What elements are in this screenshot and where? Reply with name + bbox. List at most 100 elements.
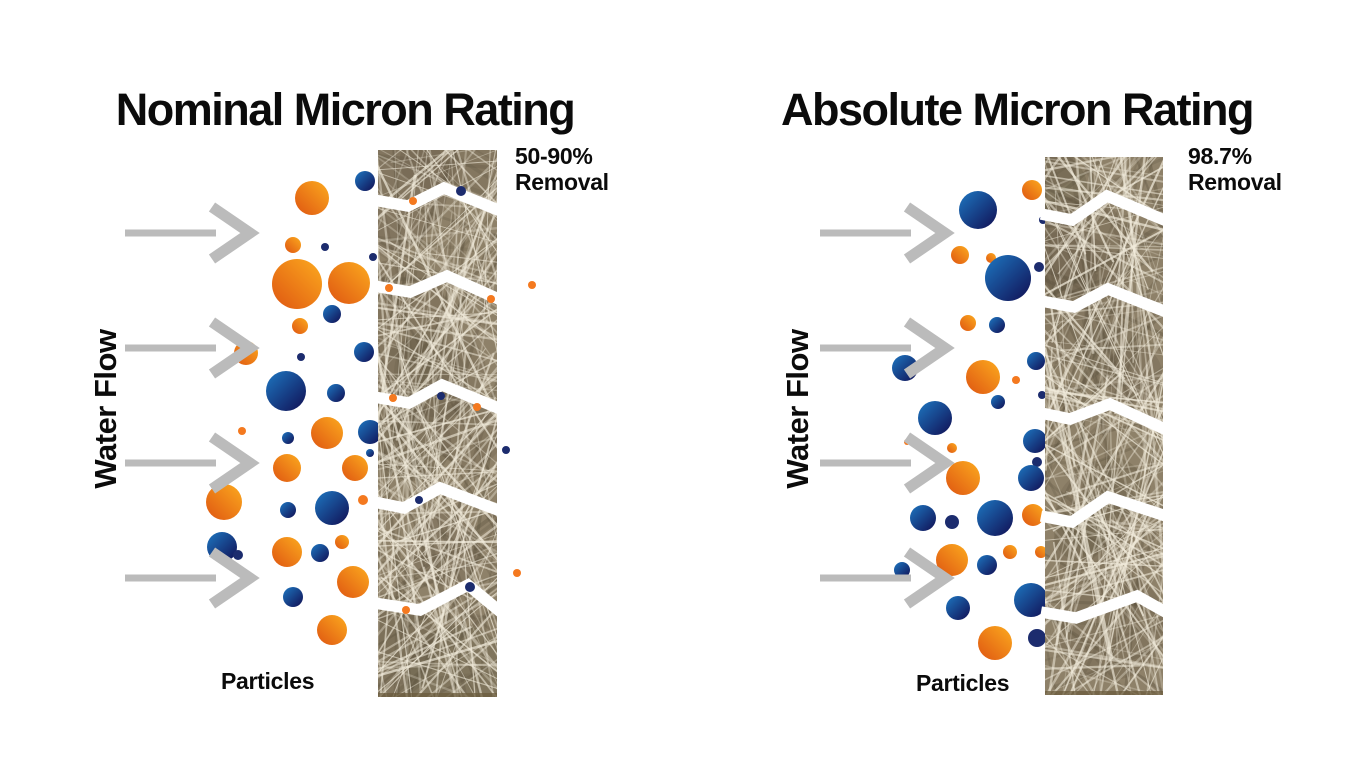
particle [1038, 391, 1046, 399]
arrow-right-icon [820, 317, 955, 379]
particle [513, 569, 521, 577]
flow-channel [373, 578, 507, 619]
particle [285, 237, 301, 253]
particle [266, 371, 306, 411]
particle [1003, 545, 1017, 559]
flow-channel [1039, 397, 1172, 437]
particle [366, 449, 374, 457]
particle [402, 606, 410, 614]
particle [1032, 457, 1042, 467]
particle [473, 403, 481, 411]
particle [1023, 429, 1047, 453]
particle [207, 532, 237, 562]
particle [385, 284, 393, 292]
flow-channel [372, 481, 506, 518]
particle [234, 341, 258, 365]
particle [945, 515, 959, 529]
particle [959, 191, 997, 229]
particle [311, 544, 329, 562]
filter-media-strip [1039, 157, 1172, 695]
particle [487, 295, 495, 303]
particle [960, 315, 976, 331]
particle [323, 305, 341, 323]
particle [233, 550, 243, 560]
particle [991, 395, 1005, 409]
particle [272, 537, 302, 567]
particle [335, 535, 349, 549]
particle [456, 186, 466, 196]
particle [946, 596, 970, 620]
particle [951, 246, 969, 264]
particle [966, 360, 1000, 394]
particle [415, 496, 423, 504]
particle [465, 582, 475, 592]
particle [311, 417, 343, 449]
particle [315, 491, 349, 525]
particle [206, 484, 242, 520]
flow-channel [1039, 282, 1172, 319]
removal-value: 98.7% [1188, 143, 1252, 169]
particle [358, 420, 382, 444]
flow-channel [373, 378, 506, 416]
particle [986, 253, 996, 263]
removal-word: Removal [1188, 168, 1282, 195]
filter-media-strip [372, 150, 507, 697]
particle [297, 353, 305, 361]
particle [238, 427, 246, 435]
particle [321, 243, 329, 251]
arrow-right-icon [820, 547, 955, 609]
removal-stat-absolute: 98.7% Removal [1188, 143, 1282, 196]
particle [1014, 583, 1048, 617]
particle [1027, 352, 1045, 370]
particle [947, 443, 957, 453]
particle [946, 461, 980, 495]
removal-stat-nominal: 50-90% Removal [515, 143, 609, 196]
flow-channel [1040, 589, 1172, 624]
particle [977, 500, 1013, 536]
particle [342, 455, 368, 481]
particle [280, 502, 296, 518]
absolute-panel-title: Absolute Micron Rating [781, 84, 1255, 136]
particles-label-nominal: Particles [221, 668, 315, 694]
particle [437, 392, 445, 400]
particle [283, 587, 303, 607]
particle [282, 432, 294, 444]
arrow-right-icon [125, 547, 260, 609]
arrow-right-icon [125, 432, 260, 494]
arrow-right-icon [820, 432, 955, 494]
removal-word: Removal [515, 168, 609, 195]
arrow-right-icon [125, 202, 260, 264]
flow-channel [1039, 490, 1171, 529]
water-flow-label-nominal: Water Flow [88, 329, 123, 489]
particle [1028, 629, 1046, 647]
arrow-right-icon [820, 202, 955, 264]
particle [936, 544, 968, 576]
particle [354, 342, 374, 362]
particle [1022, 180, 1042, 200]
particle [358, 495, 368, 505]
nominal-panel-title: Nominal Micron Rating [115, 84, 576, 136]
particle [389, 394, 397, 402]
particle [337, 566, 369, 598]
particles-label-absolute: Particles [916, 670, 1010, 696]
flow-channel [1039, 189, 1172, 228]
removal-value: 50-90% [515, 143, 593, 169]
flow-channel [373, 181, 506, 218]
arrow-right-icon [125, 317, 260, 379]
particle [989, 317, 1005, 333]
particle [1012, 376, 1020, 384]
particle [502, 446, 510, 454]
particle [1018, 465, 1044, 491]
particle [369, 253, 377, 261]
particle [295, 181, 329, 215]
particle [910, 505, 936, 531]
particle [1034, 262, 1044, 272]
particle [1039, 216, 1047, 224]
particle [273, 454, 301, 482]
particle [978, 626, 1012, 660]
particle [904, 439, 910, 445]
flow-channel [373, 269, 506, 307]
particle [355, 171, 375, 191]
particle [328, 262, 370, 304]
